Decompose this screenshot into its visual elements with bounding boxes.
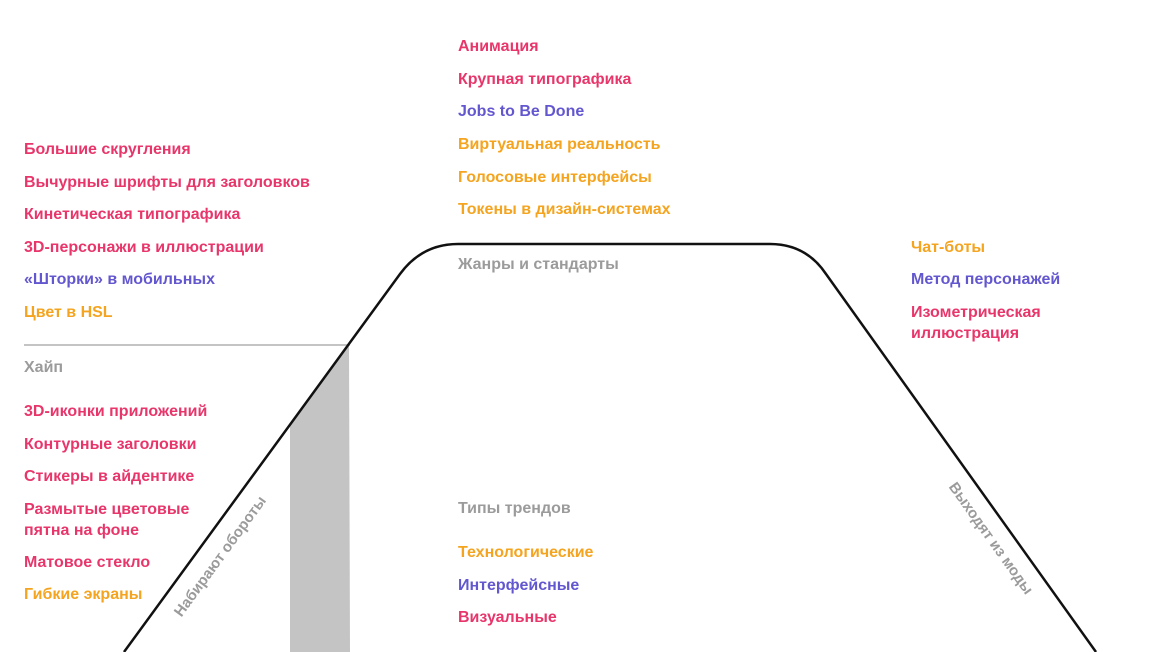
- trend-item: 3D-персонажи в иллюстрации: [24, 239, 264, 256]
- trend-item: Изометрическая иллюстрация: [911, 304, 1041, 342]
- trend-item: Гибкие экраны: [24, 586, 143, 603]
- trend-item: Виртуальная реальность: [458, 136, 661, 153]
- trend-item: «Шторки» в мобильных: [24, 271, 215, 288]
- trend-item: Вычурные шрифты для заголовков: [24, 174, 310, 191]
- trend-item: Цвет в HSL: [24, 304, 113, 321]
- trend-item: Кинетическая типографика: [24, 206, 241, 223]
- trend-item: Голосовые интерфейсы: [458, 169, 652, 186]
- legend-item: Технологические: [458, 544, 594, 561]
- plateau-label: Жанры и стандарты: [458, 256, 619, 273]
- trend-curve-line: [122, 242, 1098, 652]
- legend-item: Интерфейсные: [458, 577, 580, 594]
- trend-item: Большие скругления: [24, 141, 191, 158]
- legend-title: Типы трендов: [458, 500, 571, 517]
- trend-item: Токены в дизайн-системах: [458, 201, 671, 218]
- trend-item: Метод персонажей: [911, 271, 1061, 288]
- hype-shaded-area: [290, 344, 350, 652]
- trend-item: Контурные заголовки: [24, 436, 197, 453]
- trend-item: Размытые цветовые пятна на фоне: [24, 501, 190, 539]
- trend-item: Чат-боты: [911, 239, 986, 256]
- trend-item: 3D-иконки приложений: [24, 403, 208, 420]
- trend-item: Анимация: [458, 38, 539, 55]
- trend-item: Матовое стекло: [24, 554, 151, 571]
- hype-label: Хайп: [24, 359, 64, 376]
- trend-item: Крупная типографика: [458, 71, 632, 88]
- trend-item: Стикеры в айдентике: [24, 468, 195, 485]
- legend-item: Визуальные: [458, 609, 557, 626]
- trend-item: Jobs to Be Done: [458, 103, 585, 120]
